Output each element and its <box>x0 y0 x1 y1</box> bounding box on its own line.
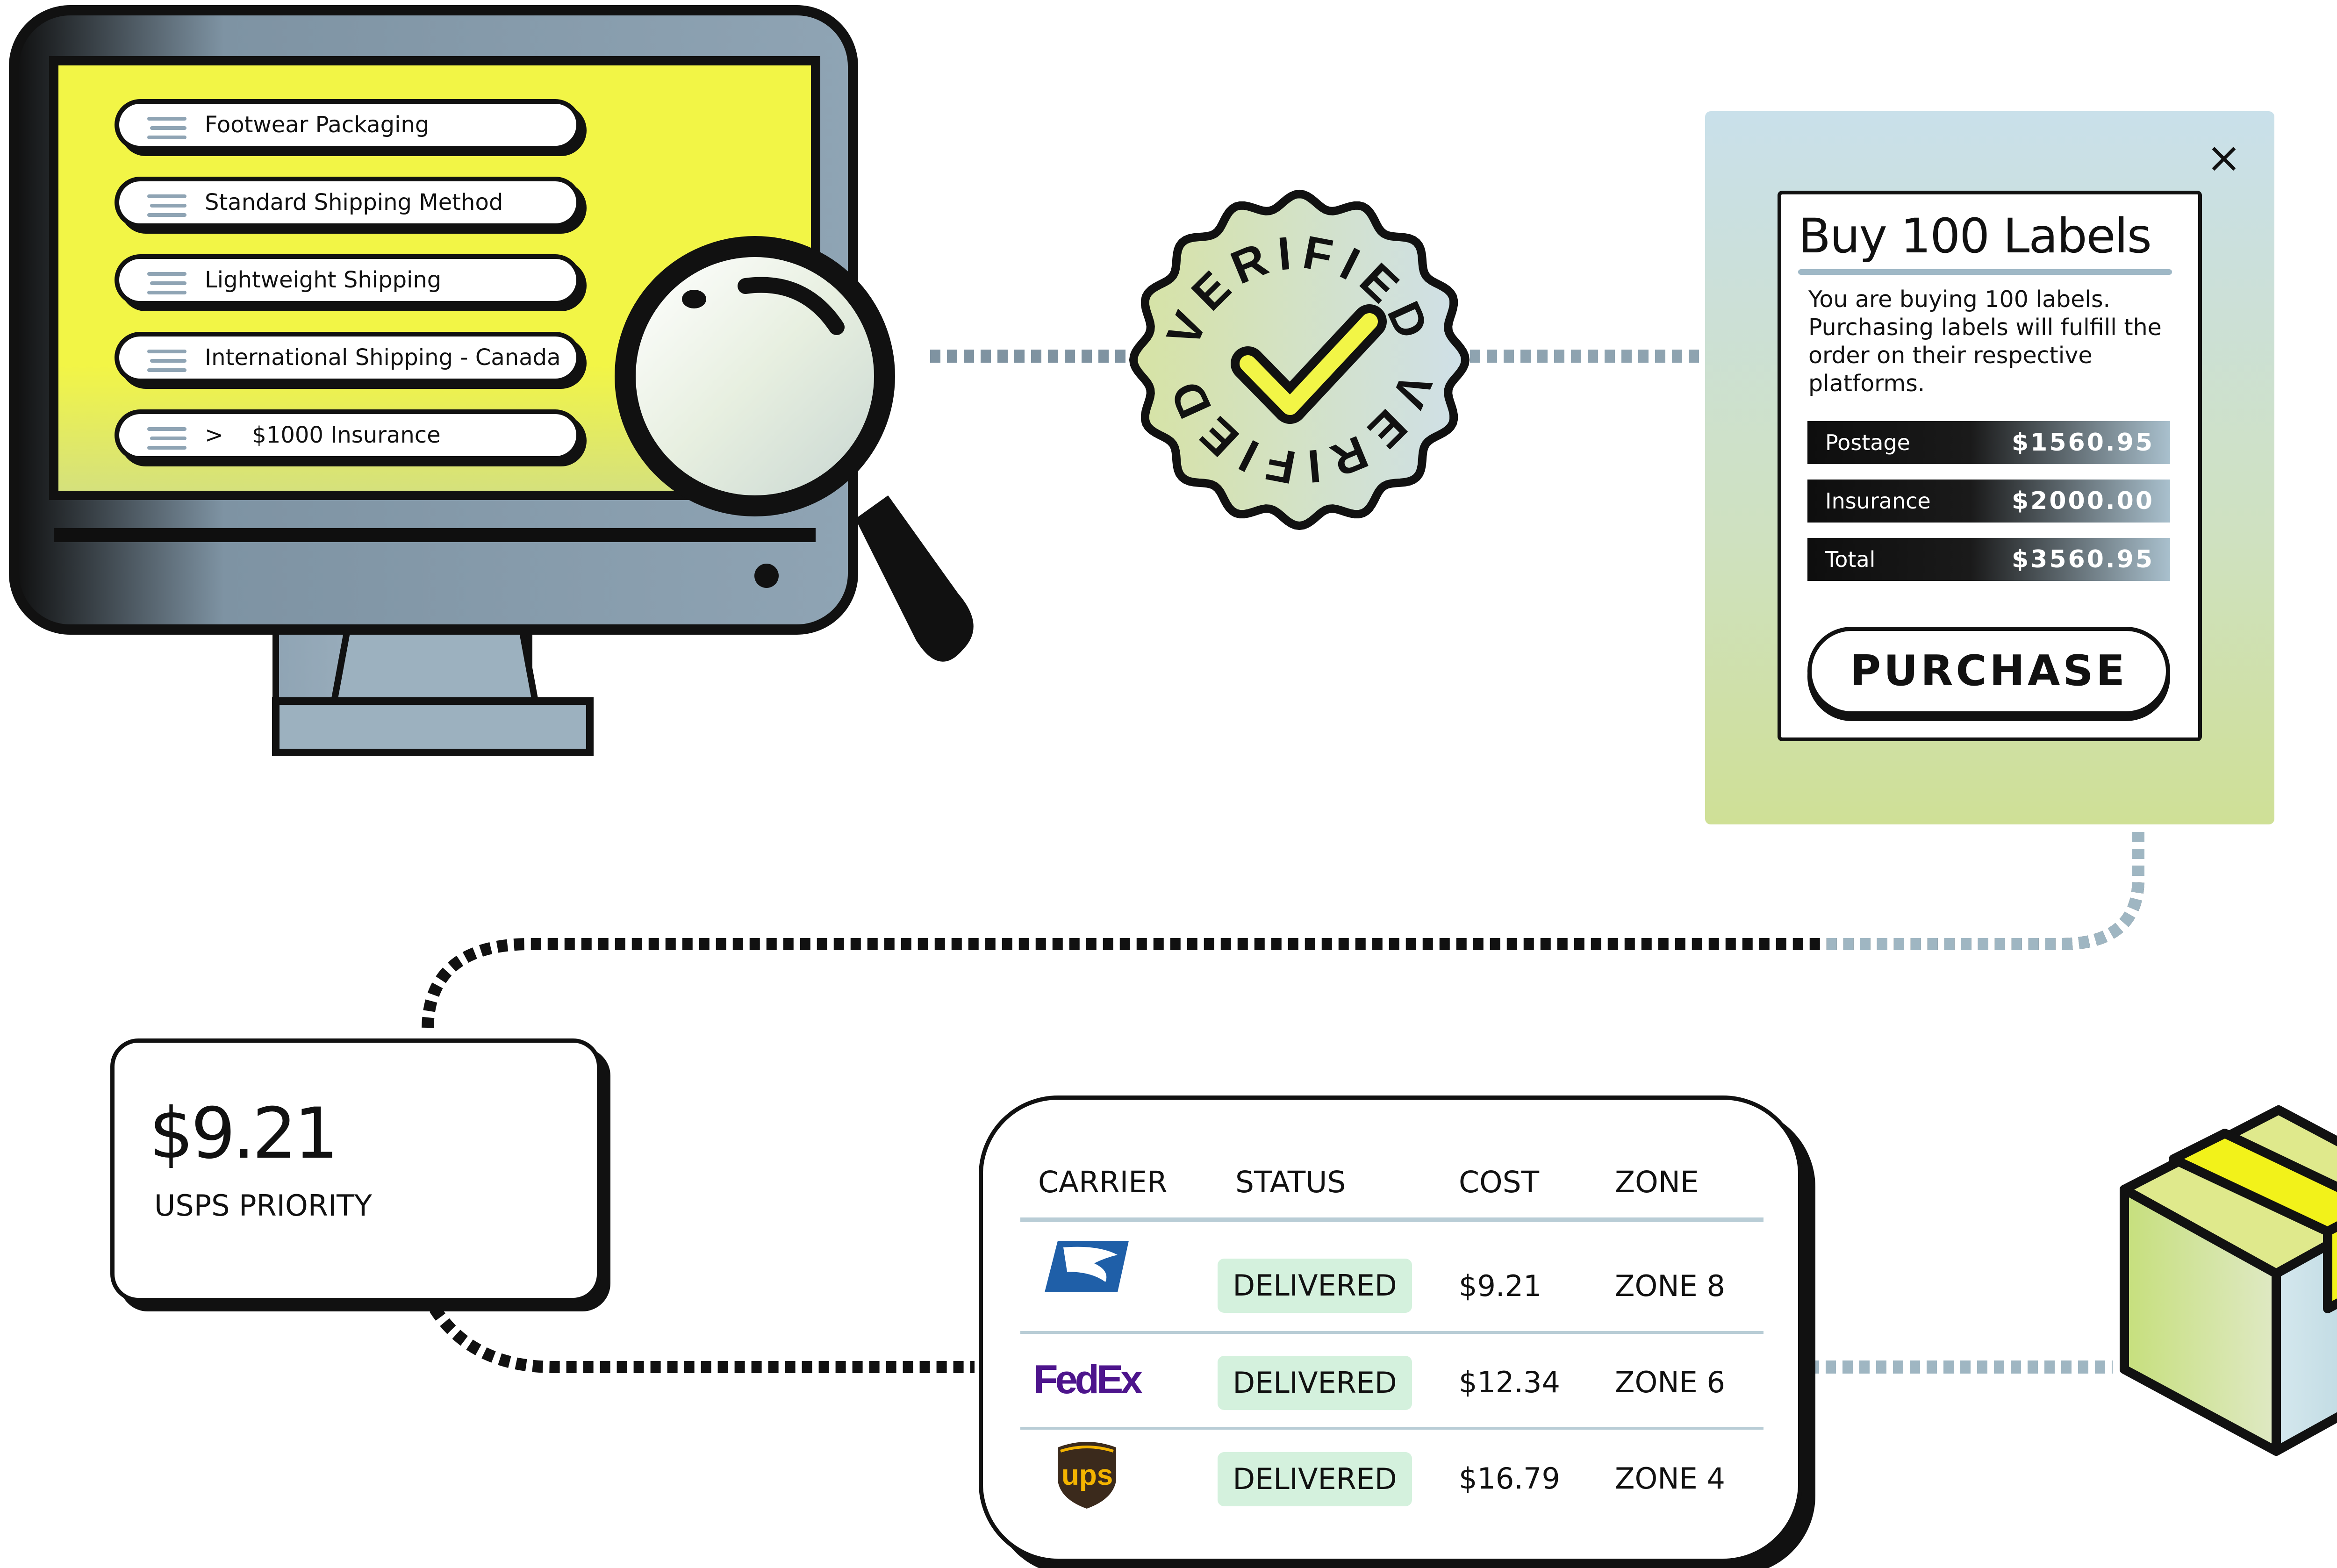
list-icon <box>147 350 186 376</box>
row-divider <box>1020 1427 1764 1430</box>
ups-wordmark: ups <box>1061 1459 1113 1491</box>
rule-item[interactable]: Footwear Packaging <box>115 99 581 150</box>
list-icon <box>147 427 186 453</box>
price-amount: $9.21 <box>149 1093 338 1174</box>
zone-cell: ZONE 6 <box>1615 1365 1725 1399</box>
zone-cell: ZONE 8 <box>1615 1269 1725 1303</box>
service-name: USPS PRIORITY <box>154 1189 372 1223</box>
magnifying-glass-icon <box>615 236 974 662</box>
rule-label: > $1000 Insurance <box>205 422 441 448</box>
purchase-dialog: Buy 100 Labels You are buying 100 labels… <box>1778 191 2202 741</box>
rule-label: Footwear Packaging <box>205 112 430 138</box>
connector-lines <box>422 350 2144 1374</box>
cost-cell: $16.79 <box>1459 1461 1560 1496</box>
zone-cell: ZONE 4 <box>1615 1461 1725 1496</box>
cost-label: Insurance <box>1825 488 1931 514</box>
status-badge: DELIVERED <box>1218 1452 1412 1506</box>
header-zone: ZONE <box>1615 1165 1699 1199</box>
cost-row-total: Total $3560.95 <box>1807 538 2170 581</box>
list-icon <box>147 272 186 298</box>
header-carrier: CARRIER <box>1038 1165 1168 1199</box>
list-icon <box>147 194 186 221</box>
cost-label: Postage <box>1825 430 1910 455</box>
header-cost: COST <box>1459 1165 1540 1199</box>
cost-value: $3560.95 <box>2011 545 2154 573</box>
ups-shield-logo <box>1058 1442 1116 1509</box>
fedex-logo: FedEx <box>1033 1357 1143 1402</box>
purchase-modal: × Buy 100 Labels You are buying 100 labe… <box>1705 111 2274 824</box>
dialog-body: You are buying 100 labels. Purchasing la… <box>1808 286 2162 397</box>
usps-eagle-logo <box>1045 1241 1129 1292</box>
cost-cell: $12.34 <box>1459 1365 1560 1399</box>
header-divider <box>1020 1217 1764 1222</box>
box-icon <box>2120 1105 2337 1456</box>
header-status: STATUS <box>1235 1165 1346 1199</box>
dialog-title: Buy 100 Labels <box>1798 208 2152 264</box>
verified-badge: VERIFIED VERIFIED <box>1129 189 1470 530</box>
row-divider <box>1020 1331 1764 1334</box>
list-icon <box>147 117 186 143</box>
purchase-button[interactable]: PURCHASE <box>1807 627 2170 716</box>
rule-label: Standard Shipping Method <box>205 189 503 215</box>
rule-item[interactable]: International Shipping - Canada <box>115 332 581 383</box>
cost-value: $2000.00 <box>2011 487 2154 515</box>
status-badge: DELIVERED <box>1218 1356 1412 1410</box>
status-badge: DELIVERED <box>1218 1259 1412 1313</box>
tracking-table: CARRIER STATUS COST ZONE DELIVERED $9.21… <box>979 1095 1802 1563</box>
rate-card: $9.21 USPS PRIORITY <box>110 1038 601 1302</box>
rule-item[interactable]: > $1000 Insurance <box>115 409 581 461</box>
title-underline <box>1798 269 2172 275</box>
cost-value: $1560.95 <box>2011 429 2154 457</box>
rule-item[interactable]: Standard Shipping Method <box>115 177 581 228</box>
rule-item[interactable]: Lightweight Shipping <box>115 254 581 306</box>
close-icon[interactable]: × <box>2206 133 2242 182</box>
rule-label: Lightweight Shipping <box>205 267 442 293</box>
cost-cell: $9.21 <box>1459 1269 1542 1303</box>
cost-label: Total <box>1825 547 1876 572</box>
cost-row-insurance: Insurance $2000.00 <box>1807 480 2170 523</box>
rule-label: International Shipping - Canada <box>205 344 561 371</box>
cost-row-postage: Postage $1560.95 <box>1807 421 2170 464</box>
